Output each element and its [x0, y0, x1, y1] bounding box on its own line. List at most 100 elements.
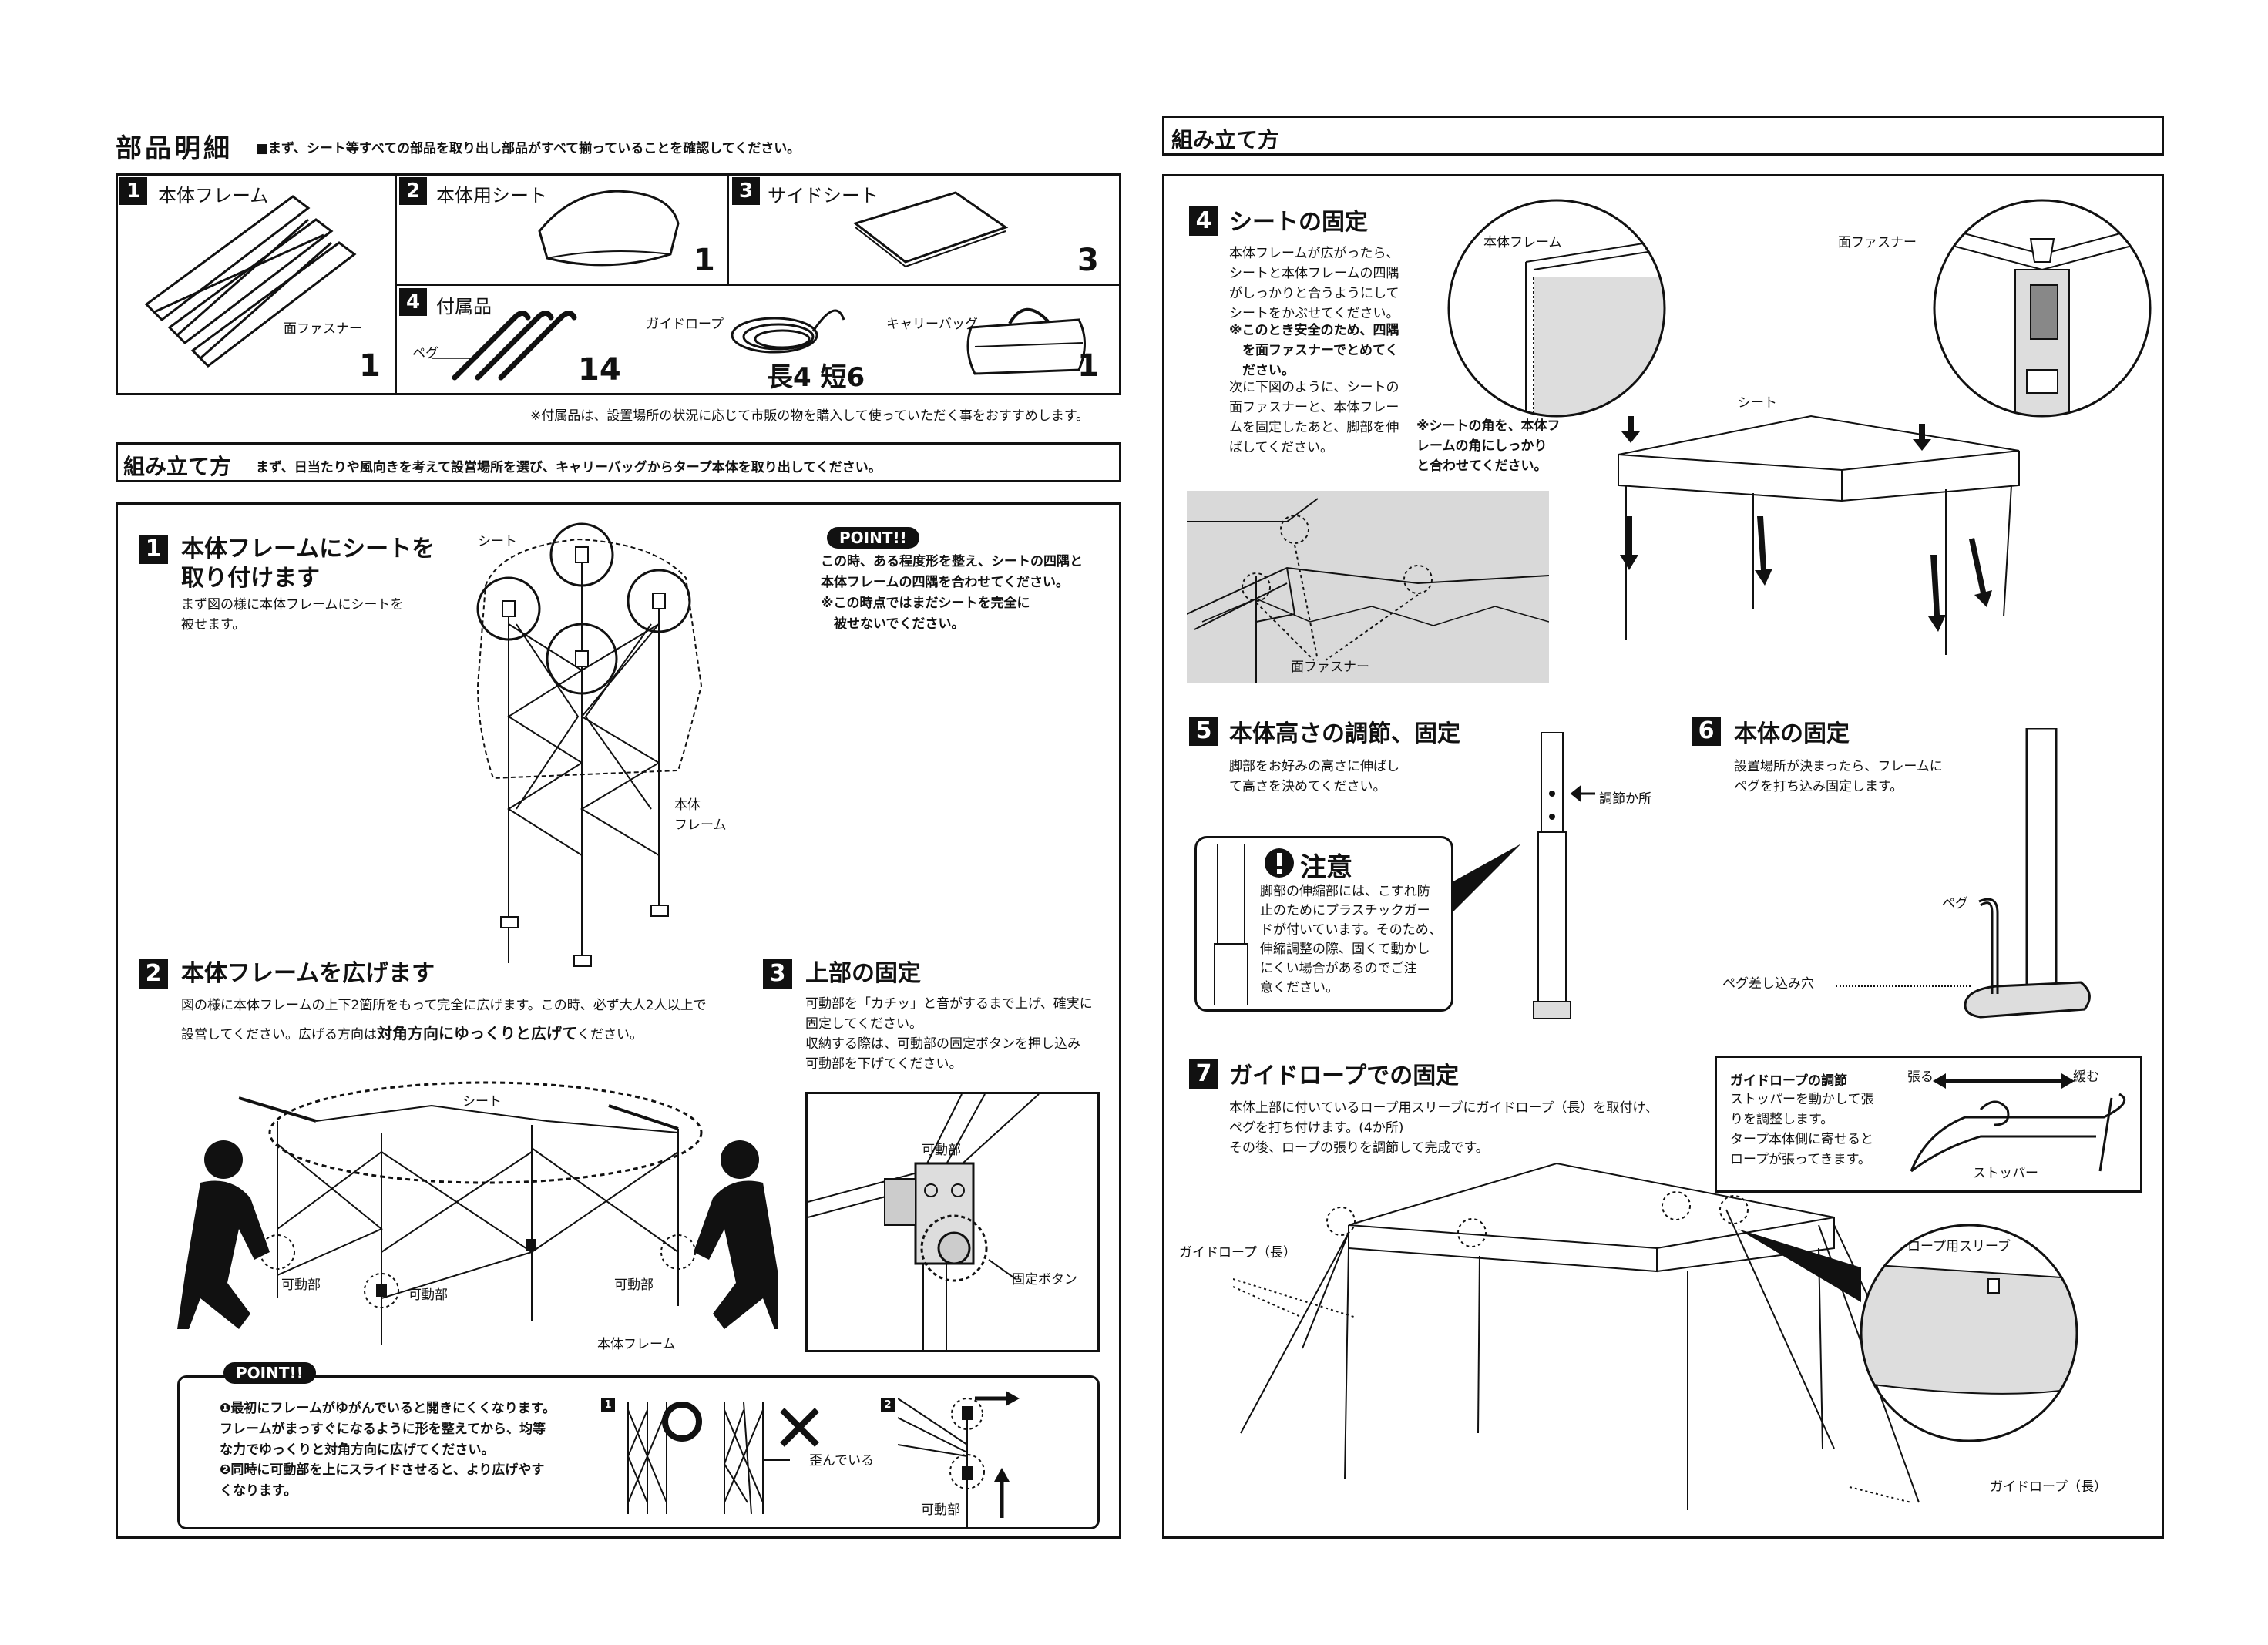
step-number: 6 [1692, 717, 1721, 746]
assembly-note: まず、日当たりや風向きを考えて設営場所を選び、キャリーバッグからタープ本体を取り… [256, 460, 882, 475]
step2-label-sheet: シート [462, 1094, 502, 1110]
side-sheet-illustration [852, 191, 1009, 268]
assembly-heading-right: 組み立て方 [1171, 127, 1280, 153]
step5-leg-illustration [1533, 732, 1595, 1019]
step7-tent-illustration [1233, 1162, 1920, 1510]
step2-label-movable: 可動部 [408, 1287, 448, 1303]
step2-spread-illustration [177, 1081, 778, 1345]
part-qty: 1 [694, 243, 715, 278]
bag-qty: 1 [1077, 348, 1099, 384]
step4-note-corner: ※シートの角を、本体フ レームの角にしっかり と合わせてください。 [1416, 418, 1561, 474]
step6-label-peg: ペグ [1942, 896, 1968, 911]
step5-body: 脚部をお好みの高さに伸ばし て高さを決めてください。 [1229, 759, 1399, 794]
step2-body-b: 設営してください。広げる方向は [181, 1027, 377, 1042]
step6-title: 本体の固定 [1734, 720, 1850, 747]
step-number: 3 [763, 959, 792, 989]
assembly-heading: 組み立て方 [123, 454, 232, 479]
point2-number: 1 [601, 1398, 615, 1412]
step1-point-text: この時、ある程度形を整え、シートの四隅と 本体フレームの四隅を合わせてください。… [821, 554, 1083, 632]
step5-label-adjust: 調節か所 [1599, 791, 1651, 807]
bag-label: キャリーバッグ [886, 317, 978, 332]
assembly-header-right [1162, 116, 2164, 156]
rope-adjust-tight: 張る [1907, 1069, 1934, 1085]
step6-peg-illustration [1964, 728, 2091, 1019]
bag-illustration [966, 307, 1086, 375]
step7-body: 本体上部に付いているロープ用スリーブにガイドロープ（長）を取付け、 ペグを打ち付… [1229, 1100, 1658, 1156]
rope-label: ガイドロープ [646, 317, 724, 332]
step2-label-movable: 可動部 [281, 1277, 321, 1293]
part-number: 4 [399, 288, 427, 316]
caution-box [1194, 836, 1453, 1012]
rope-adjust-loose: 緩む [2073, 1069, 2099, 1085]
point-badge: POINT!! [827, 527, 919, 549]
step2-body-line2: 設営してください。広げる方向は対角方向にゆっくりと広げてください。 [181, 1023, 643, 1045]
step7-label-rope-right: ガイドロープ（長） [1990, 1479, 2107, 1495]
part-name: 付属品 [436, 296, 492, 317]
step-number: 4 [1189, 206, 1218, 236]
caution-text: 脚部の伸縮部には、こすれ防 止のためにプラスチックガー ドが付いています。そのた… [1260, 884, 1442, 995]
rope-adjust-title: ガイドロープの調節 [1730, 1073, 1847, 1089]
parts-heading: 部品明細 [116, 133, 233, 164]
caution-pointer [1452, 844, 1521, 913]
point2-number: 2 [881, 1398, 895, 1412]
frame-illustration [144, 195, 357, 368]
step5-title: 本体高さの調節、固定 [1229, 720, 1460, 747]
step4-body2: 次に下図のように、シートの 面ファスナーと、本体フレー ムを固定したあと、脚部を… [1229, 380, 1399, 455]
part-number: 3 [732, 177, 760, 205]
part-number: 2 [399, 177, 427, 205]
point2-slide-illustration [898, 1391, 1020, 1529]
step-number: 1 [139, 535, 168, 564]
point-badge: POINT!! [223, 1362, 316, 1384]
part-label-fastener: 面ファスナー [284, 321, 362, 337]
step4-label-frame: 本体フレーム [1483, 235, 1562, 250]
step-number: 7 [1189, 1059, 1218, 1089]
peg-illustration [432, 311, 577, 381]
step2-body-bold: 対角方向にゆっくりと広げて [376, 1024, 577, 1042]
step4-tent-illustration [1618, 415, 2020, 655]
parts-footnote: ※付属品は、設置場所の状況に応じて市販の物を購入して使っていただく事をおすすめし… [530, 408, 1090, 424]
step3-bracket-illustration [808, 1094, 1040, 1350]
step6-label-hole: ペグ差し込み穴 [1722, 976, 1814, 992]
step4-label-fastener: 面ファスナー [1838, 235, 1917, 250]
step4-label-fastener2: 面ファスナー [1291, 660, 1369, 675]
peg-label: ペグ [412, 346, 438, 361]
step6-body: 設置場所が決まったら、フレームに ペグを打ち込み固定します。 [1734, 759, 1943, 794]
step-number: 2 [139, 959, 168, 989]
step3-body: 可動部を「カチッ」と音がするまで上げ、確実に 固定してください。 収納する際は、… [805, 996, 1093, 1072]
part-qty: 3 [1077, 243, 1099, 278]
rope-adjust-text: ストッパーを動かして張 りを調整します。 タープ本体側に寄せると ロープが張って… [1730, 1092, 1874, 1167]
step1-label-sheet: シート [478, 534, 517, 549]
assembly-header-left [116, 442, 1121, 482]
step4-fastener-photo [1187, 491, 1549, 683]
point2-text2: ❷同時に可動部を上にスライドさせると、より広げやす くなります。 [220, 1462, 545, 1499]
assembly-box-right [1162, 174, 2164, 1539]
point2-box [177, 1375, 1100, 1529]
parts-divider [727, 173, 729, 285]
step4-label-sheet: シート [1738, 395, 1777, 411]
point2-label-warped: 歪んでいる [809, 1453, 875, 1469]
step4-body1: 本体フレームが広がったら、 シートと本体フレームの四隅 がしっかりと合うようにし… [1229, 246, 1399, 321]
parts-divider [395, 284, 1121, 286]
step1-body: まず図の様に本体フレームにシートを 被せます。 [181, 597, 404, 633]
step1-title: 本体フレームにシートを 取り付けます [181, 535, 435, 592]
rope-adjust-stopper: ストッパー [1973, 1166, 2038, 1181]
step4-zoom-fastener-illustration [1933, 199, 2152, 418]
part-name: サイドシート [768, 185, 879, 206]
step7-label-sleeve: ロープ用スリーブ [1907, 1239, 2011, 1254]
caution-leg-illustration [1214, 844, 1248, 1005]
step7-sleeve-zoom [1860, 1224, 2078, 1442]
step2-label-frame: 本体フレーム [597, 1337, 676, 1352]
caution-icon [1265, 848, 1294, 878]
point2-frames-illustration [627, 1402, 819, 1515]
step3-label-button: 固定ボタン [1012, 1272, 1077, 1287]
step-number: 5 [1189, 717, 1218, 746]
step1-label-frame: 本体 フレーム [674, 797, 727, 833]
step7-sleeve-pointer [1738, 1229, 1861, 1302]
step7-label-rope-left: ガイドロープ（長） [1179, 1245, 1296, 1261]
step3-detail-box: 可動部 固定ボタン [805, 1092, 1100, 1352]
part-number: 1 [119, 177, 147, 205]
rope-adjust-box [1715, 1056, 2142, 1193]
step3-title: 上部の固定 [805, 960, 921, 987]
part-qty: 1 [359, 348, 381, 384]
sheet-illustration [538, 190, 680, 267]
